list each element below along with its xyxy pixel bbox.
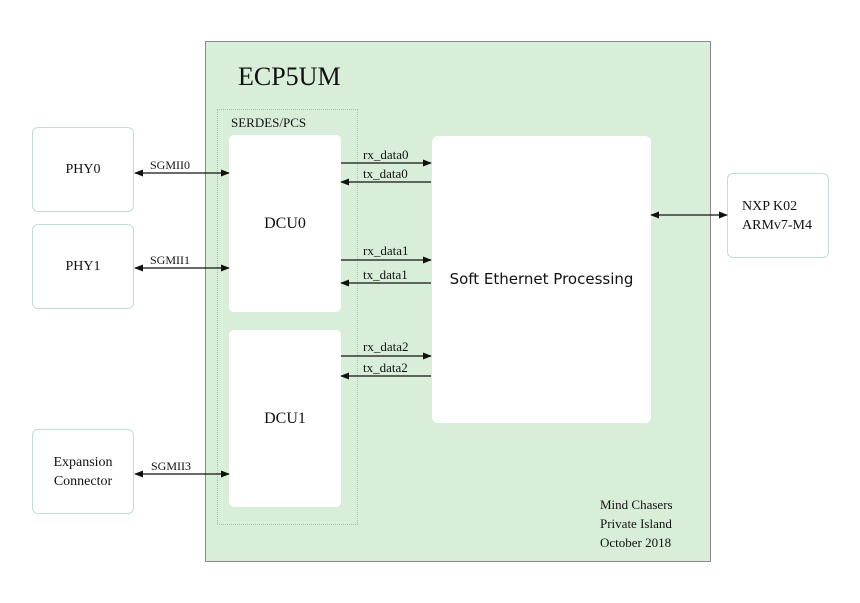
tx-data2-label: tx_data2 <box>363 360 408 375</box>
rx-data1-label: rx_data1 <box>363 243 409 258</box>
soft-ethernet-processing-block: Soft Ethernet Processing <box>432 136 651 423</box>
dcu0-block: DCU0 <box>229 135 341 312</box>
expansion-connector-box: Expansion Connector <box>32 429 134 514</box>
sgmii0-label: SGMII0 <box>150 158 191 172</box>
tx-data0-label: tx_data0 <box>363 166 408 181</box>
soft-ethernet-processing-label: Soft Ethernet Processing <box>449 270 634 288</box>
dcu1-label: DCU1 <box>264 410 306 427</box>
rx-data2-label: rx_data2 <box>363 339 409 354</box>
nxp-label-line1: NXP K02 <box>742 198 798 214</box>
phy0-label: PHY0 <box>65 162 101 177</box>
fpga-title: ECP5UM <box>238 62 341 91</box>
dcu0-label: DCU0 <box>264 215 306 232</box>
phy0-box: PHY0 <box>32 127 134 212</box>
credit-line2: Private Island <box>600 516 672 531</box>
serdes-pcs-title: SERDES/PCS <box>231 115 307 130</box>
nxp-mcu-box: NXP K02 ARMv7-M4 <box>727 173 829 258</box>
phy1-label: PHY1 <box>65 259 101 274</box>
rx-data0-label: rx_data0 <box>363 147 409 162</box>
tx-data1-label: tx_data1 <box>363 267 408 282</box>
nxp-label-line2: ARMv7-M4 <box>742 217 813 233</box>
credit-line3: October 2018 <box>600 535 672 550</box>
serdes-pcs-group <box>217 109 358 525</box>
sgmii3-label: SGMII3 <box>151 459 192 473</box>
sgmii1-label: SGMII1 <box>150 253 191 267</box>
credit-block: Mind Chasers Private Island October 2018 <box>600 495 673 552</box>
expansion-label-line1: Expansion <box>53 454 113 470</box>
expansion-label-line2: Connector <box>53 473 113 489</box>
credit-line1: Mind Chasers <box>600 497 673 512</box>
phy1-box: PHY1 <box>32 224 134 309</box>
dcu1-block: DCU1 <box>229 330 341 507</box>
